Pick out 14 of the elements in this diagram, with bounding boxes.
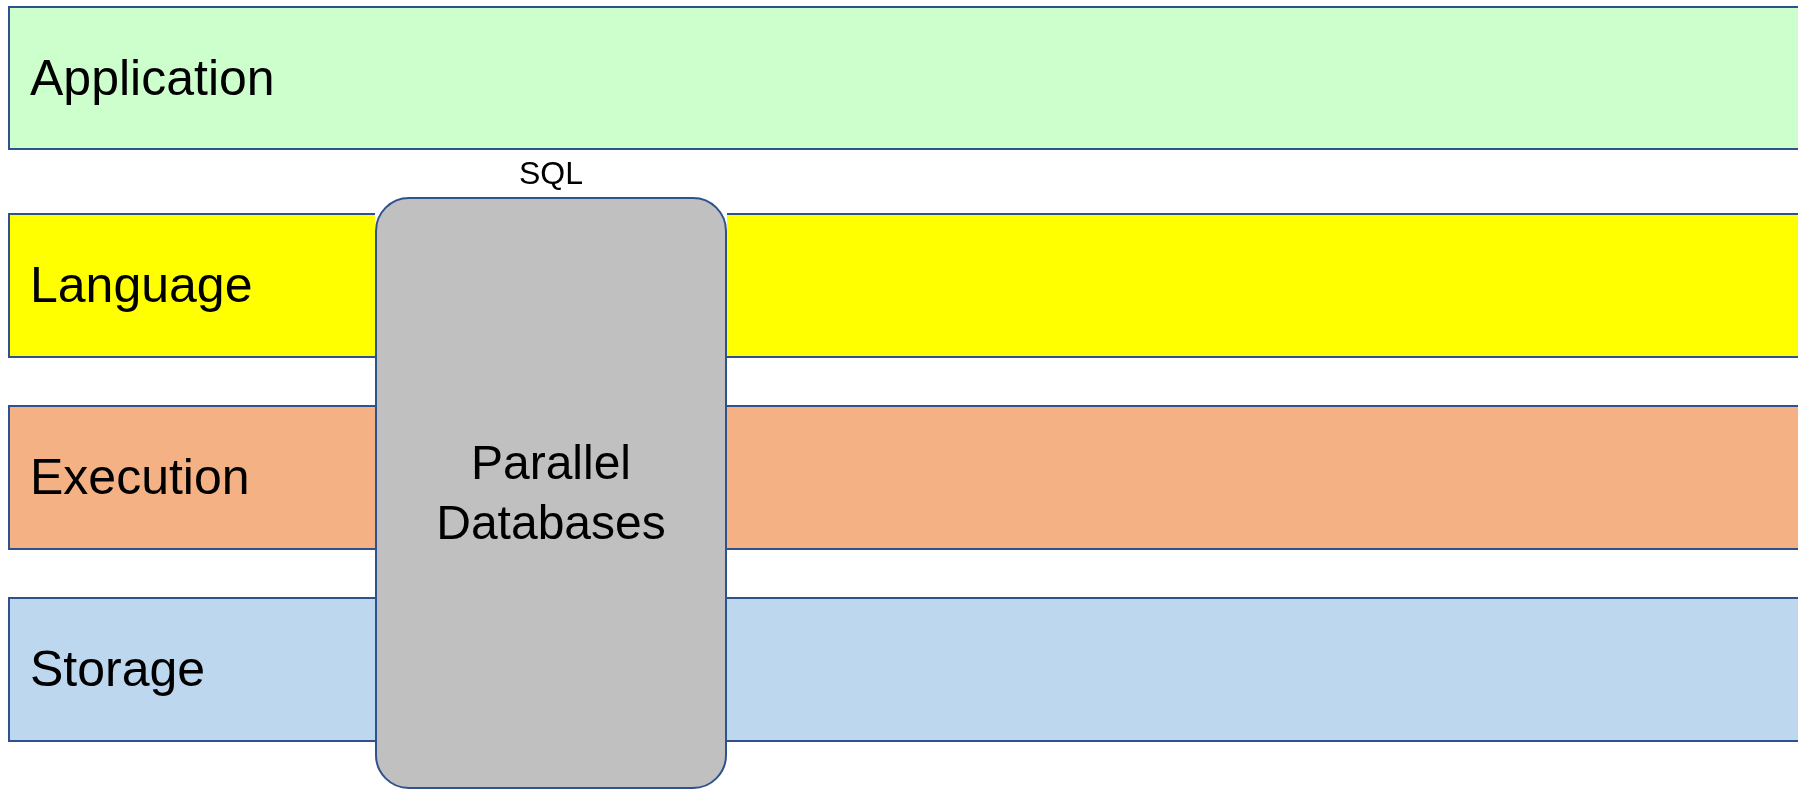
layer-band: [8, 6, 1798, 150]
rounded-box: [375, 197, 727, 789]
layer-label: Storage: [30, 640, 206, 700]
layer-label: Language: [30, 256, 253, 316]
layer-band: [727, 405, 1798, 550]
layer-band: [8, 213, 375, 358]
interface-label: SQL: [518, 157, 584, 189]
box-label: Parallel Databases: [435, 435, 667, 551]
layer-band: [727, 597, 1798, 742]
layer-band: [8, 597, 375, 742]
layer-band: [8, 405, 375, 550]
layer-label: Application: [30, 48, 275, 108]
layer-label: Execution: [30, 448, 250, 508]
layer-band: [727, 213, 1798, 358]
